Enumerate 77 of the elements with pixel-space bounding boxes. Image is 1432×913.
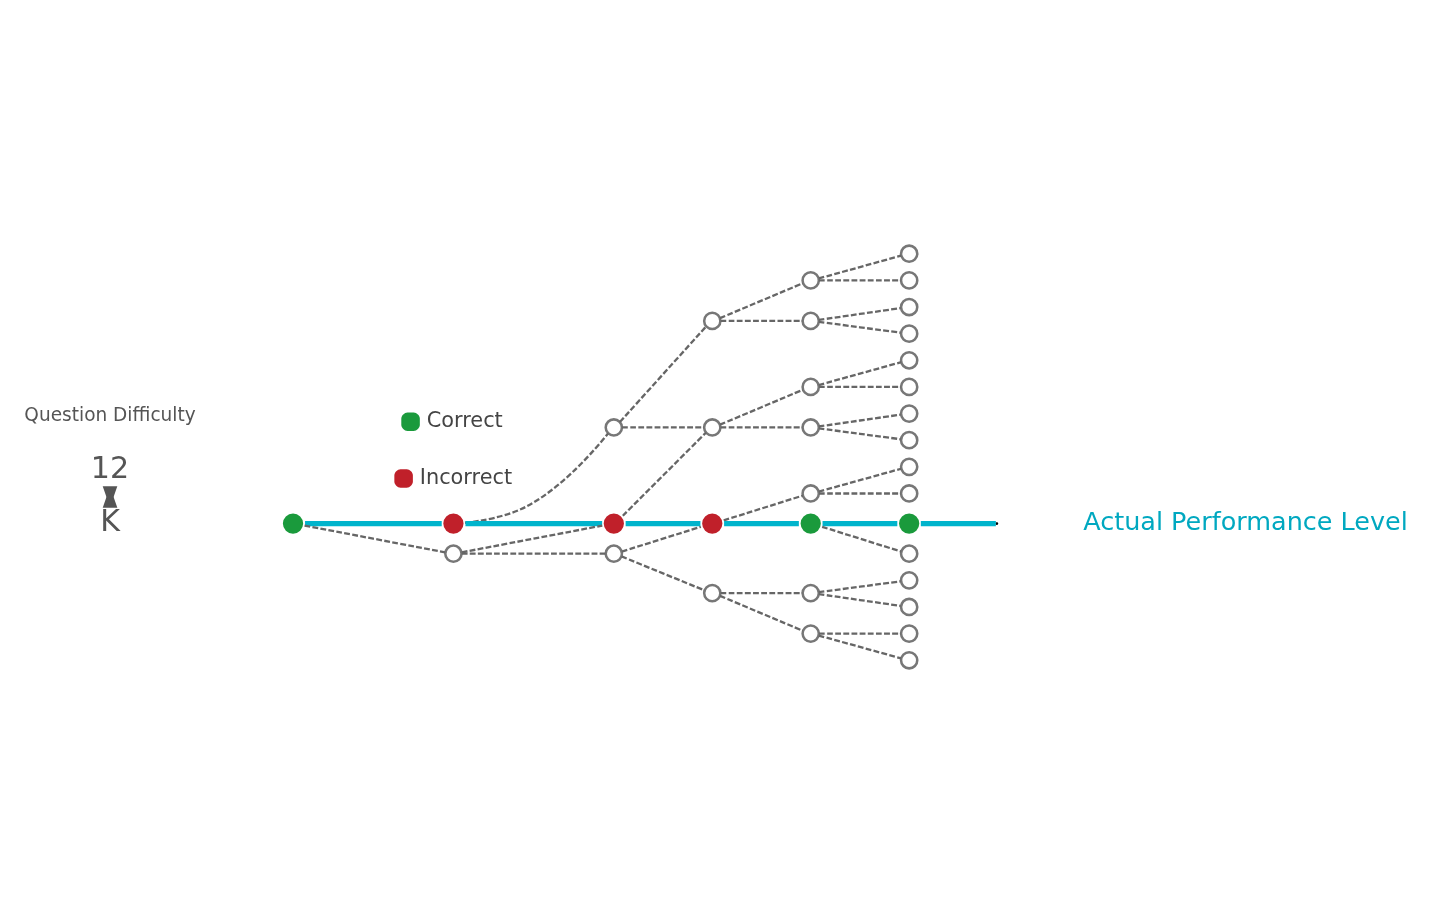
connector — [821, 525, 902, 553]
node-circle — [801, 311, 821, 330]
node-circle — [899, 543, 919, 563]
node-circle — [899, 430, 919, 450]
node-circle — [899, 456, 919, 476]
node-circle — [801, 623, 821, 643]
node-circle — [896, 510, 923, 537]
connector — [304, 523, 446, 553]
node-circle — [440, 510, 467, 537]
connector — [819, 385, 901, 388]
node-circle — [899, 597, 919, 616]
connector — [723, 494, 804, 521]
node-circle — [604, 417, 624, 437]
node-circle — [899, 623, 919, 643]
node-circle — [600, 510, 627, 537]
node-circle — [899, 377, 919, 396]
node-circle — [899, 270, 919, 290]
connector — [719, 281, 804, 319]
node-circle — [444, 543, 463, 563]
connector — [720, 319, 803, 322]
connector — [819, 278, 901, 282]
connector — [719, 388, 804, 426]
node-circle — [604, 543, 624, 563]
connector — [465, 520, 603, 526]
node-circle — [280, 510, 307, 537]
connector — [818, 320, 901, 334]
node-circle — [702, 417, 722, 437]
connector — [621, 525, 702, 553]
node-circle — [801, 377, 821, 396]
connector — [621, 554, 705, 591]
node-circle — [899, 350, 919, 370]
connector — [464, 432, 609, 524]
connector — [818, 360, 902, 386]
node-circle — [899, 570, 919, 590]
node-circle — [899, 483, 919, 503]
connector — [818, 592, 901, 607]
node-circle — [899, 650, 919, 670]
connector — [822, 520, 898, 526]
connector — [818, 254, 902, 280]
connector — [719, 594, 804, 632]
connector — [305, 520, 442, 526]
node-circle — [899, 297, 919, 316]
connector — [818, 633, 902, 659]
connector — [818, 306, 901, 321]
connector — [819, 491, 901, 495]
connector — [818, 579, 901, 593]
connector — [625, 520, 701, 526]
node-circle — [899, 403, 919, 423]
label: Question Difficulty — [24, 403, 196, 425]
node-circle — [801, 483, 821, 503]
node-circle — [702, 311, 722, 330]
connector — [622, 431, 707, 517]
legend-label: Correct — [426, 407, 503, 432]
legend-label: Incorrect — [419, 464, 513, 489]
label: 12 — [90, 449, 130, 485]
node-circle — [797, 510, 824, 537]
node-circle — [702, 583, 722, 602]
connector — [461, 552, 606, 555]
connector — [818, 426, 901, 440]
connector — [819, 631, 901, 635]
connector — [461, 523, 603, 553]
connector — [720, 425, 803, 429]
connector — [818, 413, 901, 428]
node-circle — [801, 270, 821, 290]
connector — [622, 425, 704, 429]
label: Actual Performance Level — [1083, 505, 1408, 536]
connector — [720, 591, 803, 594]
connector — [920, 520, 996, 526]
connector — [818, 467, 902, 493]
label: K — [100, 502, 120, 538]
node-circle — [801, 583, 821, 602]
node-circle — [801, 417, 821, 437]
connector — [724, 520, 799, 526]
connector — [619, 325, 707, 423]
node-circle — [699, 510, 726, 537]
node-circle — [899, 323, 919, 343]
node-circle — [899, 243, 919, 263]
